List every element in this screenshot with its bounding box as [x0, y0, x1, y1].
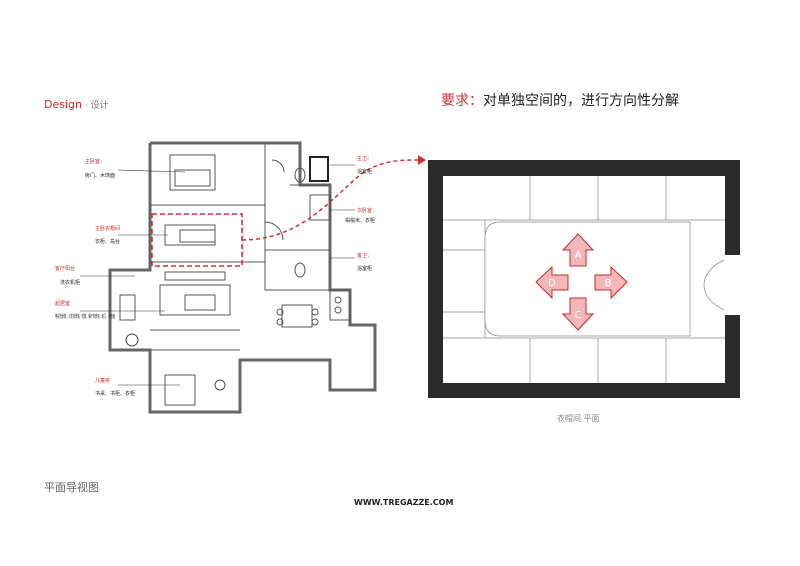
svg-text:电视背景墙、沙发背景墙、侧墙、餐厅背景墙、窗门、木饰面: 电视背景墙、沙发背景墙、侧墙、餐厅背景墙、窗门、木饰面: [55, 313, 115, 320]
svg-text:主卧室：: 主卧室：: [85, 158, 105, 165]
direction-arrows: [535, 233, 628, 331]
svg-text:起居室: 起居室: [55, 300, 70, 307]
direction-label-b: B: [605, 278, 612, 289]
plan-label-second-bedroom: 次卧室： 榻榻米、衣柜: [345, 207, 377, 224]
svg-text:榻榻米、衣柜: 榻榻米、衣柜: [345, 217, 375, 224]
svg-text:主卧衣帽间: 主卧衣帽间: [95, 225, 120, 232]
svg-text:客厅阳台: 客厅阳台: [55, 265, 75, 272]
arrow-right-icon: [594, 265, 628, 300]
arrowhead: [418, 155, 426, 165]
detail-caption: 衣帽间 平面: [557, 414, 600, 423]
arrow-down-icon: [561, 297, 595, 331]
website-url: WWW.TREGAZZE.COM: [354, 498, 454, 507]
closet-detail-plan: [428, 160, 741, 398]
plan-label-master-bath: 主卫： 浴室柜: [357, 155, 372, 175]
plan-label-guest-bath: 客卫： 浴室柜: [357, 252, 372, 272]
svg-text:儿童房: 儿童房: [95, 377, 110, 384]
requirement-text: 对单独空间的，进行方向性分解: [483, 93, 679, 109]
direction-label-a: A: [575, 250, 582, 261]
direction-label-c: C: [575, 310, 582, 321]
nav-title: 平面导视图: [44, 481, 99, 494]
direction-label-d: D: [548, 278, 556, 289]
svg-text:客卫：: 客卫：: [357, 252, 372, 259]
design-header: Design · 设计: [44, 98, 109, 111]
connector-arrow: [241, 159, 421, 241]
svg-text:房门、木饰面: 房门、木饰面: [85, 172, 115, 179]
arrow-left-icon: [535, 265, 569, 300]
brand-subtitle: · 设计: [81, 101, 109, 111]
requirement-heading: 要求：对单独空间的，进行方向性分解: [441, 90, 679, 110]
plan-label-master-bedroom: 主卧室： 房门、木饰面: [85, 158, 115, 179]
leader-lines: [80, 164, 355, 386]
floor-plan: [108, 141, 377, 414]
master-bath-mark: [309, 156, 329, 182]
arrow-up-icon: [561, 233, 595, 267]
svg-text:衣柜、岛台: 衣柜、岛台: [95, 238, 120, 245]
svg-text:洗衣机柜: 洗衣机柜: [60, 279, 80, 286]
svg-text:主卫：: 主卫：: [357, 155, 372, 162]
svg-text:次卧室：: 次卧室：: [357, 207, 377, 214]
svg-text:书桌、书柜、衣柜: 书桌、书柜、衣柜: [95, 390, 135, 397]
brand-text: Design: [44, 98, 82, 111]
svg-text:浴室柜: 浴室柜: [357, 265, 372, 272]
svg-text:浴室柜: 浴室柜: [357, 168, 372, 175]
requirement-label: 要求：: [441, 93, 483, 109]
